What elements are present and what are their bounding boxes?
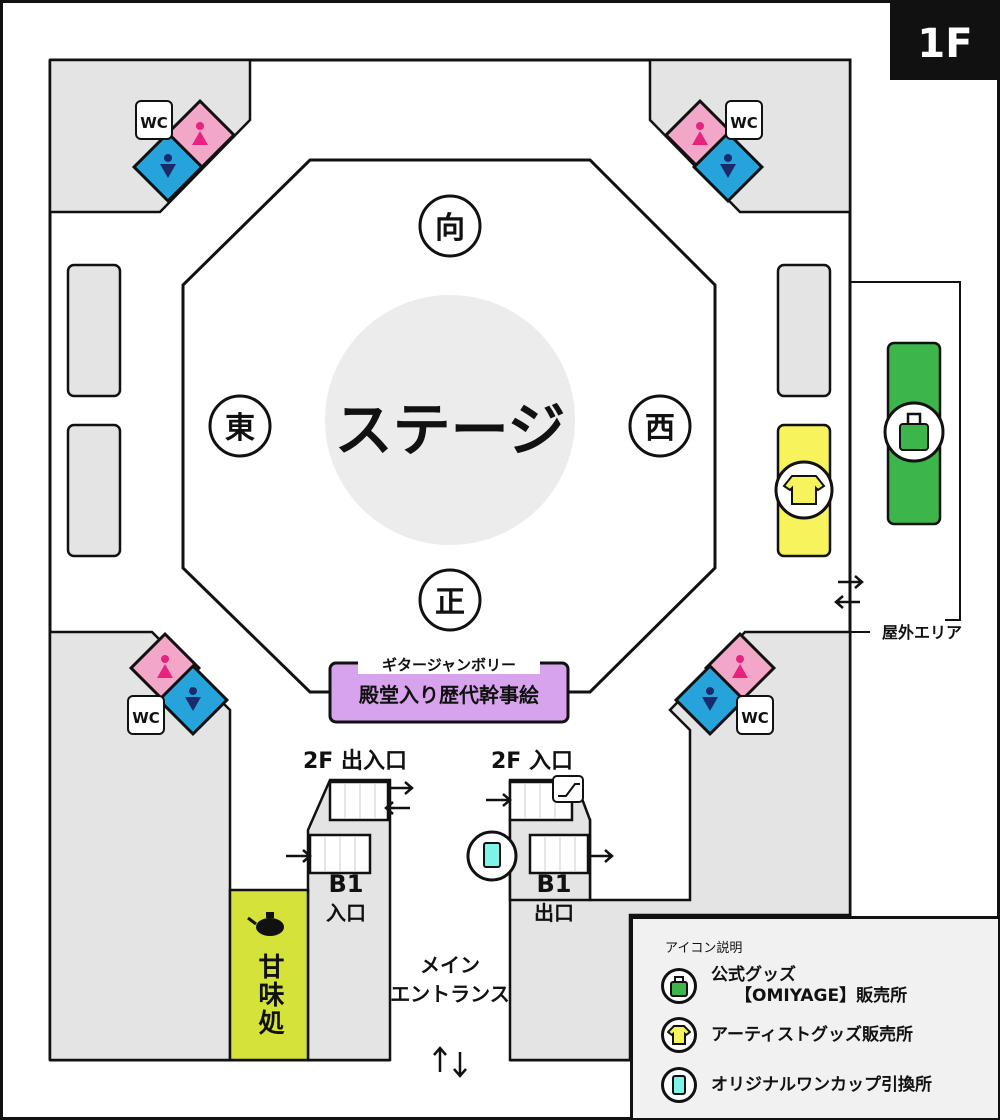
bag-icon — [661, 968, 697, 1004]
legend-label: オリジナルワンカップ引換所 — [711, 1074, 932, 1095]
stairs-2f-entrance-label: 2F 入口 — [491, 749, 573, 774]
legend-item-official-goods: 公式グッズ【OMIYAGE】販売所 — [661, 965, 907, 1007]
exhibit-panel[interactable]: ギタージャンボリー 殿堂入り歴代幹事絵 — [328, 654, 570, 724]
legend-title: アイコン説明 — [665, 941, 743, 956]
stairs-2f-left[interactable] — [328, 780, 390, 822]
bench — [66, 263, 122, 398]
bench — [66, 423, 122, 558]
flow-arrows — [286, 575, 864, 1078]
tshirt-icon — [774, 460, 834, 520]
main-entrance-label: メインエントランス — [390, 953, 510, 1006]
bag-icon — [883, 401, 945, 463]
stairs-b1-exit[interactable] — [528, 833, 590, 875]
cup-icon — [466, 830, 518, 882]
svg-text:WC: WC — [132, 709, 160, 727]
restroom-area-bottom-left — [48, 630, 232, 1062]
legend-label: アーティストグッズ販売所 — [711, 1024, 913, 1045]
stage[interactable] — [181, 158, 717, 694]
icon-legend: アイコン説明 公式グッズ【OMIYAGE】販売所 アーティストグッズ販売所 オリ… — [630, 916, 998, 1118]
restroom-bottom-right[interactable]: WC — [674, 632, 776, 736]
outdoor-area-label: 屋外エリア — [882, 623, 962, 642]
exhibit-subtitle: ギタージャンボリー — [382, 656, 516, 674]
restroom-top-left[interactable]: WC — [132, 99, 236, 203]
legend-label: 【OMIYAGE】販売所 — [735, 986, 908, 1006]
svg-text:東: 東 — [225, 411, 255, 446]
direction-north: 向 — [418, 194, 482, 258]
tshirt-icon — [661, 1017, 697, 1053]
legend-item-one-cup: オリジナルワンカップ引換所 — [661, 1067, 932, 1103]
direction-west: 西 — [628, 394, 692, 458]
cup-icon — [661, 1067, 697, 1103]
svg-text:WC: WC — [140, 114, 168, 132]
legend-item-artist-goods: アーティストグッズ販売所 — [661, 1017, 913, 1053]
svg-text:西: 西 — [645, 411, 675, 446]
cafe-label: 甘味処 — [254, 953, 284, 1037]
restroom-top-right[interactable]: WC — [664, 99, 764, 203]
bench — [776, 263, 832, 398]
svg-text:正: 正 — [435, 585, 465, 620]
svg-text:WC: WC — [741, 709, 769, 727]
floor-label: 1F — [917, 21, 972, 67]
svg-text:WC: WC — [730, 114, 758, 132]
teapot-icon — [247, 912, 284, 936]
restroom-bottom-left[interactable]: WC — [127, 632, 229, 736]
legend-label: 公式グッズ — [711, 965, 796, 985]
stage-watermark-logo — [325, 295, 575, 545]
direction-south: 正 — [418, 568, 482, 632]
exhibit-title: 殿堂入り歴代幹事絵 — [358, 683, 539, 707]
stage-title: ステージ — [335, 396, 566, 464]
outdoor-area-outline — [850, 281, 961, 621]
floor-badge: 1F — [890, 0, 1000, 80]
stairs-2f-exit-entrance-label: 2F 出入口 — [303, 749, 407, 774]
escalator-icon — [552, 775, 584, 803]
svg-text:向: 向 — [435, 211, 465, 246]
direction-east: 東 — [208, 394, 272, 458]
